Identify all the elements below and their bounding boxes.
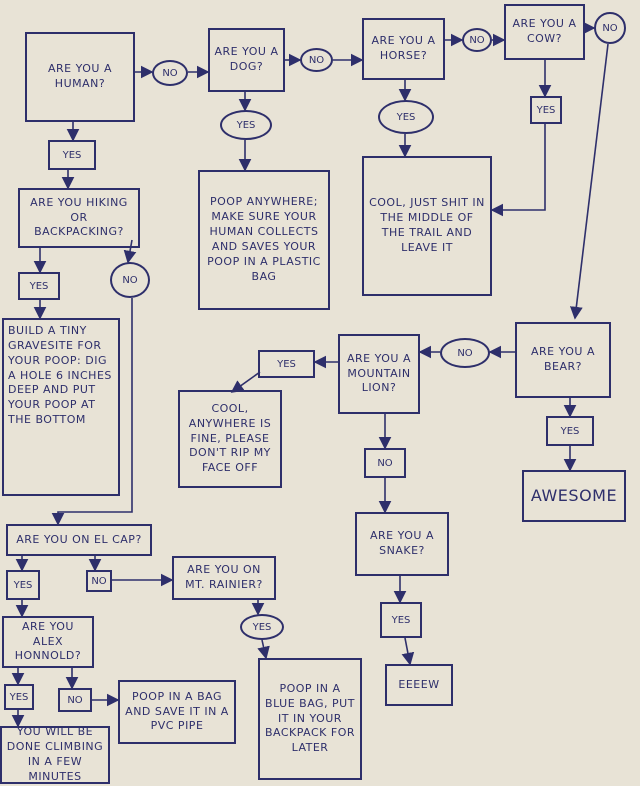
question-bear: Are you a bear? bbox=[515, 322, 611, 398]
question-alex: Are you Alex Honnold? bbox=[2, 616, 94, 668]
answer-alex-no: Poop in a bag and save it in a PVC pipe bbox=[118, 680, 236, 744]
no-lion: No bbox=[364, 448, 406, 478]
answer-bear: Awesome bbox=[522, 470, 626, 522]
yes-alex: Yes bbox=[4, 684, 34, 710]
yes-horse: Yes bbox=[378, 100, 434, 134]
question-snake: Are you a snake? bbox=[355, 512, 449, 576]
question-lion: Are you a mountain lion? bbox=[338, 334, 420, 414]
no-elcap: No bbox=[86, 570, 112, 592]
no-alex: No bbox=[58, 688, 92, 712]
yes-hiking: Yes bbox=[18, 272, 60, 300]
answer-rainier: Poop in a blue bag, put it in your backp… bbox=[258, 658, 362, 780]
yes-human: Yes bbox=[48, 140, 96, 170]
yes-elcap: Yes bbox=[6, 570, 40, 600]
question-horse: Are you a horse? bbox=[362, 18, 445, 80]
question-elcap: Are you on El Cap? bbox=[6, 524, 152, 556]
question-dog: Are you a dog? bbox=[208, 28, 285, 92]
yes-dog: Yes bbox=[220, 110, 272, 140]
answer-hiking: Build a tiny gravesite for your poop: di… bbox=[2, 318, 120, 496]
answer-horse: Cool, just shit in the middle of the tra… bbox=[362, 156, 492, 296]
answer-snake: Eeeew bbox=[385, 664, 453, 706]
answer-dog: Poop anywhere; make sure your human coll… bbox=[198, 170, 330, 310]
yes-snake: Yes bbox=[380, 602, 422, 638]
no-cow: No bbox=[594, 12, 626, 44]
question-rainier: Are you on Mt. Rainier? bbox=[172, 556, 276, 600]
question-hiking: Are you hiking or backpacking? bbox=[18, 188, 140, 248]
answer-alex-yes: You will be done climbing in a few minut… bbox=[0, 725, 110, 784]
question-cow: Are you a cow? bbox=[504, 4, 585, 60]
no-hiking: No bbox=[110, 262, 150, 298]
yes-rainier: Yes bbox=[240, 614, 284, 640]
answer-lion: Cool, anywhere is fine, please don't rip… bbox=[178, 390, 282, 488]
yes-lion: Yes bbox=[258, 350, 315, 378]
yes-bear: Yes bbox=[546, 416, 594, 446]
no-dog: No bbox=[300, 48, 333, 72]
no-human: No bbox=[152, 60, 188, 86]
no-horse: No bbox=[462, 28, 492, 52]
no-bear: No bbox=[440, 338, 490, 368]
question-human: Are you a human? bbox=[25, 32, 135, 122]
yes-cow: Yes bbox=[530, 96, 562, 124]
